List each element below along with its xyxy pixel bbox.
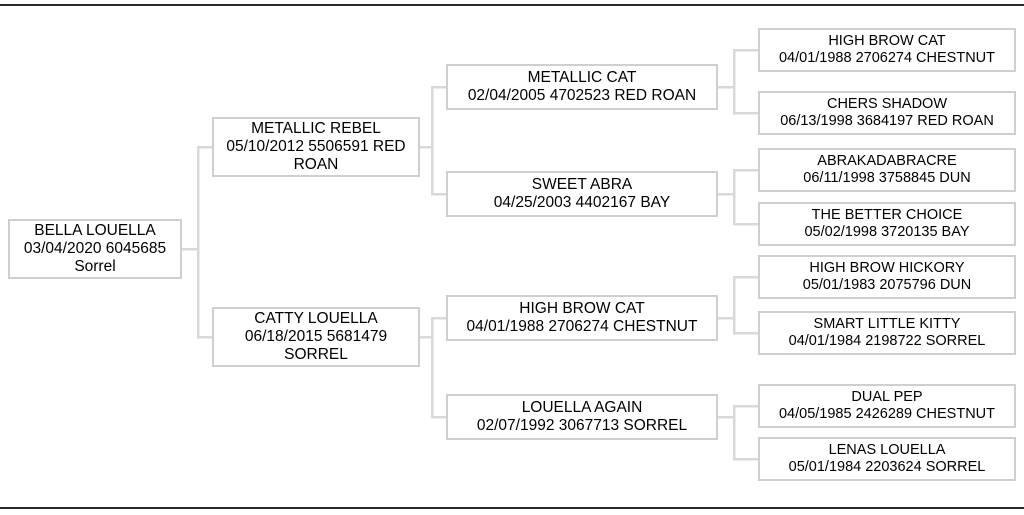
node-name: CHERS SHADOW bbox=[826, 95, 948, 112]
node-details: 05/01/1984 2203624 SORREL bbox=[788, 459, 986, 475]
node-details: 06/18/2015 5681479 bbox=[244, 327, 388, 345]
node-details: 05/01/1983 2075796 DUN bbox=[802, 277, 972, 293]
pedigree-node-sire-sire[interactable]: METALLIC CAT 02/04/2005 4702523 RED ROAN bbox=[446, 64, 718, 110]
node-name: METALLIC CAT bbox=[527, 68, 637, 86]
node-name: HIGH BROW CAT bbox=[828, 32, 946, 49]
pedigree-node-sire-dam[interactable]: SWEET ABRA 04/25/2003 4402167 BAY bbox=[446, 171, 718, 217]
pedigree-node-dam-dam-sire[interactable]: DUAL PEP 04/05/1985 2426289 CHESTNUT bbox=[758, 384, 1016, 428]
node-details: 04/01/1988 2706274 CHESTNUT bbox=[466, 318, 698, 335]
node-details: 02/04/2005 4702523 RED ROAN bbox=[467, 87, 697, 104]
pedigree-node-subject[interactable]: BELLA LOUELLA 03/04/2020 6045685 Sorrel bbox=[8, 219, 182, 279]
node-name: HIGH BROW CAT bbox=[519, 299, 645, 317]
node-name: DUAL PEP bbox=[851, 388, 923, 405]
node-details: 06/11/1998 3758845 DUN bbox=[803, 170, 971, 186]
pedigree-node-dam-sire-sire[interactable]: HIGH BROW HICKORY 05/01/1983 2075796 DUN bbox=[758, 255, 1016, 299]
pedigree-node-sire[interactable]: METALLIC REBEL 05/10/2012 5506591 RED RO… bbox=[212, 117, 420, 177]
node-color: Sorrel bbox=[74, 258, 116, 276]
pedigree-node-dam[interactable]: CATTY LOUELLA 06/18/2015 5681479 SORREL bbox=[212, 307, 420, 367]
pedigree-node-dam-sire-dam[interactable]: SMART LITTLE KITTY 04/01/1984 2198722 SO… bbox=[758, 311, 1016, 355]
node-details-cont: SORREL bbox=[284, 346, 348, 364]
pedigree-node-sire-dam-sire[interactable]: ABRAKADABRACRE 06/11/1998 3758845 DUN bbox=[758, 148, 1016, 192]
node-name: HIGH BROW HICKORY bbox=[809, 259, 965, 276]
node-details-cont: ROAN bbox=[293, 156, 339, 174]
node-details: 06/13/1998 3684197 RED ROAN bbox=[780, 113, 994, 129]
node-name: SWEET ABRA bbox=[531, 175, 633, 193]
node-details: 03/04/2020 6045685 bbox=[23, 239, 167, 257]
pedigree-node-dam-dam[interactable]: LOUELLA AGAIN 02/07/1992 3067713 SORREL bbox=[446, 394, 718, 440]
node-name: THE BETTER CHOICE bbox=[811, 206, 963, 223]
node-name: LENAS LOUELLA bbox=[828, 441, 946, 458]
node-name: ABRAKADABRACRE bbox=[817, 152, 957, 169]
pedigree-node-sire-sire-sire[interactable]: HIGH BROW CAT 04/01/1988 2706274 CHESTNU… bbox=[758, 28, 1016, 72]
pedigree-node-dam-sire[interactable]: HIGH BROW CAT 04/01/1988 2706274 CHESTNU… bbox=[446, 295, 718, 341]
node-details: 02/07/1992 3067713 SORREL bbox=[476, 417, 688, 434]
node-name: METALLIC REBEL bbox=[251, 119, 381, 137]
node-details: 04/01/1988 2706274 CHESTNUT bbox=[778, 50, 996, 66]
node-name: BELLA LOUELLA bbox=[34, 221, 156, 239]
node-name: CATTY LOUELLA bbox=[254, 309, 378, 327]
pedigree-node-sire-sire-dam[interactable]: CHERS SHADOW 06/13/1998 3684197 RED ROAN bbox=[758, 91, 1016, 135]
top-divider-rule bbox=[0, 4, 1024, 6]
node-details: 04/01/1984 2198722 SORREL bbox=[788, 333, 986, 349]
node-name: LOUELLA AGAIN bbox=[521, 398, 643, 416]
node-details: 05/10/2012 5506591 RED bbox=[226, 137, 406, 155]
node-details: 05/02/1998 3720135 BAY bbox=[804, 224, 970, 240]
pedigree-node-dam-dam-dam[interactable]: LENAS LOUELLA 05/01/1984 2203624 SORREL bbox=[758, 437, 1016, 481]
node-details: 04/25/2003 4402167 BAY bbox=[493, 194, 671, 211]
node-name: SMART LITTLE KITTY bbox=[813, 315, 961, 332]
node-details: 04/05/1985 2426289 CHESTNUT bbox=[778, 406, 996, 422]
pedigree-node-sire-dam-dam[interactable]: THE BETTER CHOICE 05/02/1998 3720135 BAY bbox=[758, 202, 1016, 246]
bottom-divider-rule bbox=[0, 507, 1024, 509]
